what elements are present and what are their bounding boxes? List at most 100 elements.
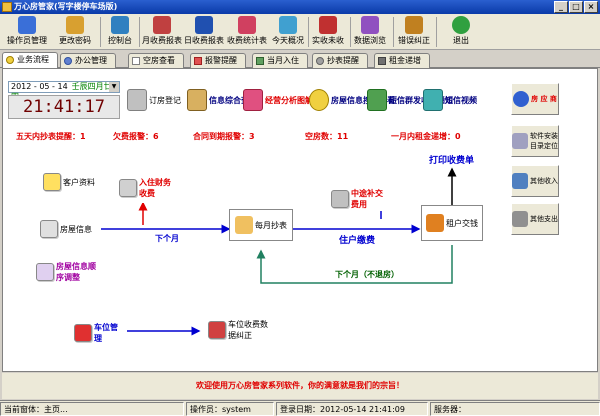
maximize-button[interactable]: □ bbox=[569, 1, 583, 13]
money-icon bbox=[378, 57, 386, 65]
welcome-banner: 欢迎使用万心房管家系列软件，你的满意就是我们的宗旨！ bbox=[2, 373, 598, 399]
tab-rent-increase[interactable]: 租金递增 bbox=[374, 53, 430, 68]
users-icon bbox=[18, 16, 36, 34]
video-icon bbox=[423, 89, 443, 111]
status-bar: 当前窗体：主页... 操作员：system 登录日期：2012-05-14 21… bbox=[0, 400, 600, 416]
contract-expire-count[interactable]: 合同到期报警：3 bbox=[193, 132, 255, 141]
tab-business-flow[interactable]: 业务流程 bbox=[2, 52, 58, 69]
calculator-icon bbox=[426, 214, 444, 232]
business-flow-panel: 2012 - 05 - 14壬辰四月廿四 ▼ 21:41:17 订房登记 信息综… bbox=[2, 68, 598, 372]
search-icon bbox=[187, 89, 207, 111]
date-picker[interactable]: 2012 - 05 - 14壬辰四月廿四 ▼ bbox=[8, 81, 120, 101]
smiley-group-icon bbox=[309, 89, 329, 111]
clock-display: 21:41:17 bbox=[8, 95, 120, 119]
paid-unpaid-button[interactable]: 实收未收 bbox=[310, 15, 346, 49]
fee-stats-button[interactable]: 收费统计表 bbox=[225, 15, 269, 49]
computer-icon bbox=[331, 190, 349, 208]
status-window: 当前窗体：主页... bbox=[0, 402, 184, 416]
sms-notice-button[interactable]: 短信群发收费通知 bbox=[367, 89, 453, 111]
page-icon bbox=[132, 57, 140, 65]
change-password-button[interactable]: 更改密码 bbox=[54, 15, 96, 49]
other-expense-button[interactable]: 其他支出 bbox=[511, 203, 559, 235]
install-dir-button[interactable]: 软件安装目录定位 bbox=[511, 125, 559, 157]
calendar-icon bbox=[279, 16, 297, 34]
link-icon bbox=[316, 57, 324, 65]
alarm-icon bbox=[194, 57, 202, 65]
customer-icon bbox=[43, 173, 61, 191]
rent-increase-count[interactable]: 一月内租金递增：0 bbox=[391, 132, 461, 141]
data-icon bbox=[361, 16, 379, 34]
house-icon bbox=[40, 220, 58, 238]
doc-icon bbox=[256, 57, 264, 65]
vacant-count[interactable]: 空房数：11 bbox=[305, 132, 349, 141]
minimize-button[interactable]: _ bbox=[554, 1, 568, 13]
exit-icon bbox=[452, 16, 470, 34]
tab-meter-reminder[interactable]: 抄表提醒 bbox=[312, 53, 368, 68]
chart-icon bbox=[243, 89, 263, 111]
house-group-view-button[interactable]: 房屋信息按行查看 bbox=[309, 89, 395, 111]
app-icon bbox=[2, 2, 12, 12]
exit-button[interactable]: 退出 bbox=[446, 15, 476, 49]
tab-vacant[interactable]: 空房查看 bbox=[128, 53, 184, 68]
tenant-fee-label: 住户缴费 bbox=[339, 236, 376, 246]
report-icon bbox=[153, 16, 171, 34]
status-server: 服务器： bbox=[430, 402, 600, 416]
tab-bar: 业务流程 办公管理 空房查看 报警提醒 当月入住 抄表提醒 租金递增 bbox=[0, 52, 600, 69]
console-button[interactable]: 控制台 bbox=[104, 15, 136, 49]
error-correct-button[interactable]: 错误纠正 bbox=[396, 15, 432, 49]
print-receipt-link[interactable]: 打印收费单 bbox=[429, 156, 475, 166]
meter-reminder-count[interactable]: 五天内抄表提醒：1 bbox=[16, 132, 86, 141]
analysis-chart-button[interactable]: 经营分析图解 bbox=[243, 89, 313, 111]
report-icon bbox=[195, 16, 213, 34]
house-merchant-button[interactable]: 房 应 商 bbox=[511, 83, 559, 115]
info-query-button[interactable]: 信息综合查询 bbox=[187, 89, 257, 111]
wallet-icon bbox=[319, 16, 337, 34]
tab-alarm[interactable]: 报警提醒 bbox=[190, 53, 246, 68]
tab-month-checkin[interactable]: 当月入住 bbox=[252, 53, 308, 68]
monthly-report-button[interactable]: 月收费报表 bbox=[141, 15, 183, 49]
daily-report-button[interactable]: 日收费报表 bbox=[183, 15, 225, 49]
chevron-down-icon[interactable]: ▼ bbox=[109, 82, 119, 92]
order-register-button[interactable]: 订房登记 bbox=[127, 89, 181, 111]
customer-info-button[interactable]: 客户资料 bbox=[33, 171, 105, 193]
key-icon bbox=[66, 16, 84, 34]
chart-icon bbox=[238, 16, 256, 34]
house-order-adjust-button[interactable]: 房屋信息顺序调整 bbox=[31, 259, 107, 285]
operator-manage-button[interactable]: 操作员管理 bbox=[2, 15, 52, 49]
overdue-alarm-count[interactable]: 欠费报警：6 bbox=[113, 132, 159, 141]
midterm-fee-button[interactable]: 中途补交费用 bbox=[327, 187, 387, 211]
next-month-loop-label: 下个月（不退房） bbox=[335, 270, 399, 279]
edit-icon bbox=[36, 263, 54, 281]
other-income-button[interactable]: 其他收入 bbox=[511, 165, 559, 197]
phone-icon bbox=[127, 89, 147, 111]
cash-register-icon bbox=[119, 179, 137, 197]
smiley-icon bbox=[6, 56, 14, 64]
toolbar: 操作员管理 更改密码 控制台 月收费报表 日收费报表 收费统计表 今天概况 实收… bbox=[0, 14, 600, 50]
expense-icon bbox=[512, 211, 528, 227]
title-bar: 万心房管家(写字楼停车场版) _ □ × bbox=[0, 0, 600, 14]
tab-office[interactable]: 办公管理 bbox=[60, 53, 116, 68]
monthly-meter-button[interactable]: 每月抄表 bbox=[229, 209, 293, 241]
notepad-icon bbox=[235, 216, 253, 234]
tenant-pay-button[interactable]: 租户交钱 bbox=[421, 205, 483, 241]
house-info-button[interactable]: 房屋信息 bbox=[31, 217, 101, 241]
car-icon bbox=[74, 324, 92, 342]
today-overview-button[interactable]: 今天概况 bbox=[270, 15, 306, 49]
folder-icon bbox=[512, 133, 528, 149]
close-button[interactable]: × bbox=[584, 1, 598, 13]
next-month-label: 下个月 bbox=[155, 234, 179, 243]
parking-manage-button[interactable]: 车位管理 bbox=[67, 321, 127, 345]
tool-icon bbox=[405, 16, 423, 34]
people-icon bbox=[64, 57, 72, 65]
status-login-date: 登录日期：2012-05-14 21:41:09 bbox=[276, 402, 428, 416]
flow-arrows bbox=[101, 167, 457, 336]
checkin-fee-button[interactable]: 入住财务收费 bbox=[115, 173, 177, 203]
data-browse-button[interactable]: 数据浏览 bbox=[352, 15, 388, 49]
status-operator: 操作员：system bbox=[186, 402, 274, 416]
sms-video-button[interactable]: 短信视频 bbox=[423, 89, 477, 111]
income-icon bbox=[512, 173, 528, 189]
parking-fee-fix-button[interactable]: 车位收费数据纠正 bbox=[203, 315, 277, 345]
window-title: 万心房管家(写字楼停车场版) bbox=[14, 2, 118, 11]
print-icon bbox=[208, 321, 226, 339]
help-icon bbox=[513, 91, 530, 107]
